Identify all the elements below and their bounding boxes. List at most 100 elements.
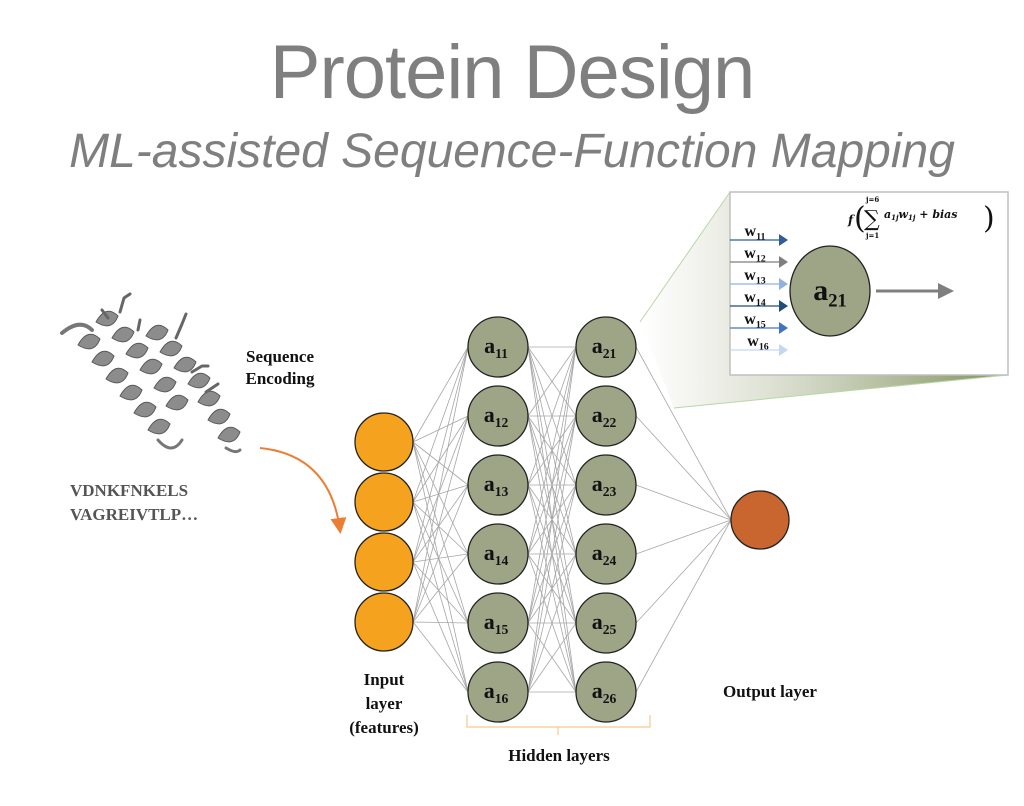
formula-sum-lower: j=1	[865, 231, 879, 240]
sequence-encoding-label-line2: Encoding	[246, 369, 315, 388]
connection-line	[527, 346, 577, 624]
hidden-node-label: a14	[484, 540, 509, 568]
inset-node-circle	[789, 245, 871, 337]
input-node	[354, 592, 414, 652]
zoom-wedge-edge	[639, 191, 731, 323]
input-layer-label-line3: (features)	[349, 718, 419, 737]
weight-w13: w13	[730, 267, 788, 290]
hidden-node-circle	[467, 385, 529, 447]
output-node	[730, 490, 790, 550]
hidden-node-a13: a13	[467, 454, 529, 516]
hidden-node-circle	[575, 454, 637, 516]
hidden-node-a12: a12	[467, 385, 529, 447]
inset-output-arrow-head	[938, 283, 954, 299]
hidden-node-label: a11	[484, 333, 508, 361]
hidden-node-a15: a15	[467, 592, 529, 654]
connection-line	[412, 346, 469, 443]
encoding-arrow	[259, 447, 347, 534]
weight-label: w11	[745, 223, 766, 243]
weight-arrow-head	[779, 256, 788, 268]
weight-label: w15	[744, 311, 766, 331]
connection-line	[412, 441, 469, 624]
connection-line	[412, 484, 469, 623]
connection-line	[412, 441, 469, 555]
hidden-node-label: a16	[484, 678, 509, 706]
hidden-node-label: a24	[592, 540, 617, 568]
connection-line	[412, 553, 469, 563]
connection-line	[412, 484, 469, 503]
hidden-node-label: a26	[592, 678, 617, 706]
hidden-node-a26: a26	[575, 661, 637, 723]
input-layer-label-line2: layer	[366, 694, 403, 713]
hidden-node-circle	[575, 523, 637, 585]
inset-node-a21: a21	[789, 245, 871, 337]
hidden-node-circle	[467, 316, 529, 378]
hidden-node-label: a23	[592, 471, 617, 499]
weight-arrow-head	[779, 344, 788, 356]
hidden-node-label: a21	[592, 333, 617, 361]
connection-line	[412, 501, 469, 555]
hidden-node-circle	[467, 454, 529, 516]
hidden-node-a22: a22	[575, 385, 637, 447]
weight-label: w13	[744, 267, 766, 287]
connection-line	[527, 415, 577, 693]
page-title: Protein Design	[269, 30, 756, 115]
connection-line	[412, 415, 469, 563]
hidden-node-circle	[575, 316, 637, 378]
input-layer-label-line1: Input	[364, 670, 405, 689]
hidden-node-circle	[575, 385, 637, 447]
hidden-layers-bracket	[466, 715, 651, 735]
input-node	[354, 532, 414, 592]
hidden-node-label: a22	[592, 402, 617, 430]
weight-label: w12	[744, 245, 766, 265]
weight-w11: w11	[730, 223, 788, 246]
connection-line	[412, 553, 469, 623]
hidden-node-circle	[467, 592, 529, 654]
connection-line	[412, 441, 469, 486]
connection-line	[412, 346, 469, 563]
connection-line	[412, 415, 469, 443]
connection-line	[527, 484, 577, 693]
weight-w15: w15	[730, 311, 788, 334]
hidden-node-a24: a24	[575, 523, 637, 585]
weight-label: w14	[744, 289, 766, 309]
hidden-node-circle	[575, 661, 637, 723]
weight-w16: w16	[730, 333, 788, 356]
protein-structure-image	[60, 292, 242, 454]
weight-w14: w14	[730, 289, 788, 312]
hidden-node-label: a25	[592, 609, 617, 637]
hidden-node-a21: a21	[575, 316, 637, 378]
sequence-encoding-label-line1: Sequence	[246, 347, 314, 366]
connection-line	[412, 621, 469, 624]
hidden-node-a11: a11	[467, 316, 529, 378]
sequence-line-1: VDNKFNKELS	[70, 481, 188, 500]
connection-line	[412, 441, 469, 693]
hidden-node-circle	[467, 523, 529, 585]
weight-arrow-head	[779, 300, 788, 312]
formula-paren-open: (	[854, 201, 866, 236]
connection-line	[635, 484, 732, 521]
hidden-node-a23: a23	[575, 454, 637, 516]
connection-line	[412, 346, 469, 623]
zoom-wedge	[640, 192, 1008, 408]
connection-line	[527, 346, 577, 693]
formula-f: f	[847, 213, 855, 227]
page-subtitle: ML-assisted Sequence-Function Mapping	[69, 125, 955, 178]
zoom-wedge-edge	[673, 374, 1009, 409]
hidden-node-a25: a25	[575, 592, 637, 654]
connection-line	[412, 621, 469, 693]
weight-arrow-head	[779, 322, 788, 334]
connection-line	[527, 346, 577, 417]
output-layer-label: Output layer	[723, 682, 817, 701]
hidden-layers-label: Hidden layers	[508, 746, 610, 765]
connection-line	[635, 519, 732, 555]
hidden-node-circle	[467, 661, 529, 723]
connection-line	[412, 484, 469, 563]
formula-paren-close: )	[983, 201, 995, 236]
connection-line	[527, 346, 577, 486]
connections	[412, 346, 732, 693]
hidden-node-label: a13	[484, 471, 509, 499]
